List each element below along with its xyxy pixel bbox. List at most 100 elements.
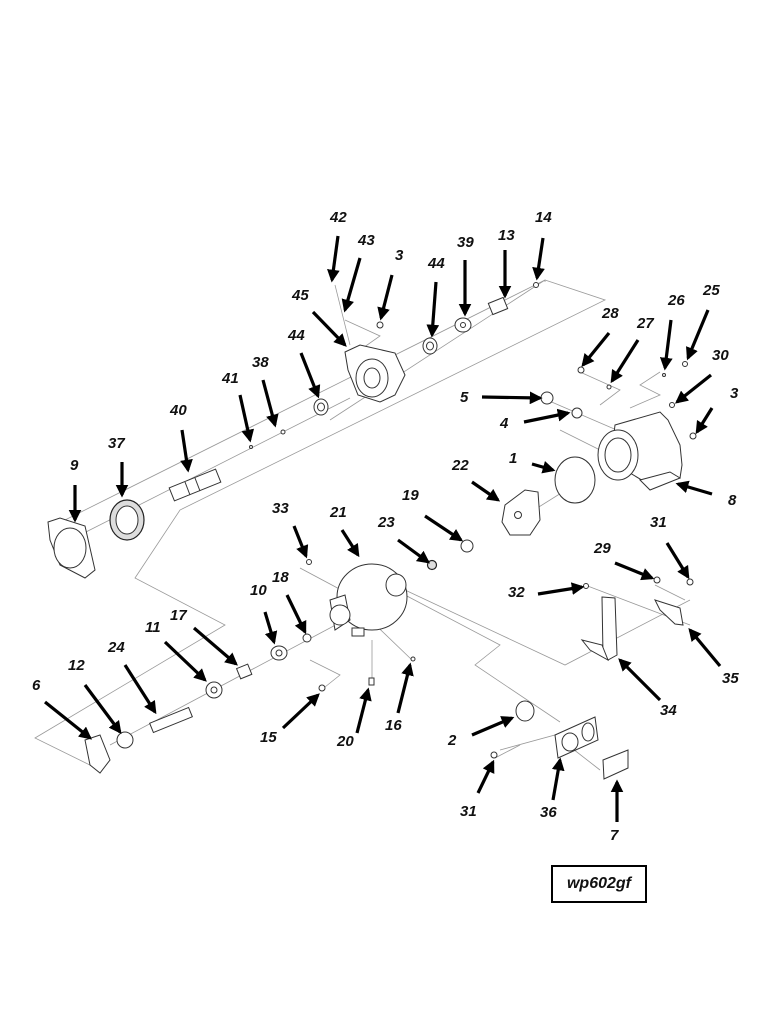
callout-label-41: 41 bbox=[221, 370, 239, 387]
callout-arrow-36 bbox=[551, 757, 565, 801]
callout-arrow-22 bbox=[471, 480, 501, 502]
part-lower-shaft bbox=[149, 706, 193, 734]
callout-arrow-25 bbox=[686, 309, 710, 361]
callout-label-23: 23 bbox=[377, 514, 395, 531]
callout-label-13: 13 bbox=[498, 227, 515, 244]
callout-label-29: 29 bbox=[593, 540, 611, 557]
part-plug bbox=[540, 391, 554, 405]
callout-label-17: 17 bbox=[170, 607, 187, 624]
part-flange-gasket bbox=[602, 749, 629, 780]
part-outlet-flange bbox=[554, 716, 599, 759]
callout-label-9: 9 bbox=[70, 457, 79, 474]
callout-label-4: 4 bbox=[499, 415, 509, 432]
callout-arrow-31 bbox=[476, 759, 495, 794]
callout-arrow-32 bbox=[537, 582, 585, 596]
callout-arrow-3 bbox=[695, 407, 714, 435]
callout-arrow-2 bbox=[471, 716, 515, 737]
callout-arrow-15 bbox=[281, 693, 320, 730]
callout-label-6: 6 bbox=[32, 677, 41, 694]
callout-label-3: 3 bbox=[730, 385, 739, 402]
part-impeller bbox=[501, 489, 541, 536]
callout-arrow-29 bbox=[614, 561, 655, 581]
callout-arrow-27 bbox=[610, 339, 640, 384]
part-end-cover bbox=[84, 734, 111, 774]
callout-label-1: 1 bbox=[509, 450, 517, 467]
part-support-bracket bbox=[654, 599, 684, 626]
callout-arrow-10 bbox=[263, 611, 278, 645]
callout-label-14: 14 bbox=[535, 209, 552, 226]
callout-arrow-16 bbox=[396, 662, 414, 714]
callout-label-35: 35 bbox=[722, 670, 739, 687]
part-mounting-bracket bbox=[580, 596, 618, 662]
callout-label-31: 31 bbox=[650, 514, 667, 531]
callout-label-32: 32 bbox=[508, 584, 525, 601]
callout-label-45: 45 bbox=[291, 287, 309, 304]
callout-arrow-38 bbox=[261, 379, 279, 428]
callout-arrow-17 bbox=[192, 626, 238, 666]
callout-arrow-30 bbox=[674, 373, 712, 404]
callout-arrow-31 bbox=[665, 542, 690, 580]
callout-arrow-3 bbox=[377, 274, 394, 321]
part-drive-shaft bbox=[168, 468, 222, 502]
callout-label-11: 11 bbox=[145, 619, 161, 636]
part-o-ring-small bbox=[571, 407, 583, 419]
callout-label-20: 20 bbox=[336, 733, 354, 750]
callout-label-21: 21 bbox=[329, 504, 347, 521]
callout-arrow-23 bbox=[397, 538, 431, 564]
callout-arrow-19 bbox=[424, 514, 464, 542]
callout-label-34: 34 bbox=[660, 702, 677, 719]
callout-label-25: 25 bbox=[702, 282, 720, 299]
callout-label-5: 5 bbox=[460, 389, 469, 406]
callout-label-44: 44 bbox=[287, 327, 305, 344]
part-bearing-housing bbox=[344, 344, 406, 403]
callout-arrow-21 bbox=[340, 529, 360, 558]
callout-label-38: 38 bbox=[252, 354, 269, 371]
callout-arrow-4 bbox=[523, 408, 571, 424]
callout-arrow-26 bbox=[659, 319, 673, 371]
callout-arrow-18 bbox=[285, 594, 307, 635]
callout-label-18: 18 bbox=[272, 569, 289, 586]
callout-label-16: 16 bbox=[385, 717, 402, 734]
callout-label-10: 10 bbox=[250, 582, 267, 599]
callout-label-8: 8 bbox=[728, 492, 737, 509]
callout-arrow-43 bbox=[341, 257, 362, 313]
callout-arrow-24 bbox=[123, 664, 157, 715]
callout-arrow-8 bbox=[675, 480, 713, 496]
callout-arrow-34 bbox=[618, 658, 662, 702]
callout-label-27: 27 bbox=[636, 315, 654, 332]
callout-label-26: 26 bbox=[667, 292, 685, 309]
part-pump-body bbox=[597, 411, 683, 491]
callout-arrow-40 bbox=[180, 429, 193, 473]
part-volute-housing bbox=[329, 563, 408, 637]
part-bushing bbox=[487, 296, 509, 316]
callout-label-3: 3 bbox=[395, 247, 404, 264]
callout-arrow-44 bbox=[426, 281, 440, 338]
callout-label-43: 43 bbox=[357, 232, 375, 249]
callout-arrow-28 bbox=[581, 331, 611, 367]
callout-label-2: 2 bbox=[447, 732, 457, 749]
callout-label-44: 44 bbox=[427, 255, 445, 272]
callout-arrow-45 bbox=[311, 310, 347, 347]
callout-arrow-6 bbox=[44, 700, 92, 740]
callout-arrow-20 bbox=[355, 687, 372, 734]
callout-label-15: 15 bbox=[260, 729, 277, 746]
callout-label-22: 22 bbox=[451, 457, 469, 474]
figure-id-box: wp602gf bbox=[551, 865, 647, 903]
callout-arrow-5 bbox=[481, 391, 543, 405]
callout-label-37: 37 bbox=[108, 435, 125, 452]
callout-label-31: 31 bbox=[460, 803, 477, 820]
figure-id: wp602gf bbox=[566, 875, 631, 892]
callout-label-36: 36 bbox=[540, 804, 557, 821]
callout-label-39: 39 bbox=[457, 234, 474, 251]
callout-label-7: 7 bbox=[610, 827, 619, 844]
callout-labels: 1233456789101112131415161718192021222324… bbox=[32, 209, 739, 844]
callout-label-33: 33 bbox=[272, 500, 289, 517]
callout-arrow-44 bbox=[299, 352, 321, 399]
callout-arrow-41 bbox=[238, 394, 255, 443]
callout-arrow-11 bbox=[163, 640, 207, 682]
callout-arrow-12 bbox=[83, 684, 122, 735]
callout-label-42: 42 bbox=[329, 209, 347, 226]
callout-label-19: 19 bbox=[402, 487, 419, 504]
callout-arrow-33 bbox=[292, 525, 309, 559]
parts bbox=[47, 282, 697, 780]
